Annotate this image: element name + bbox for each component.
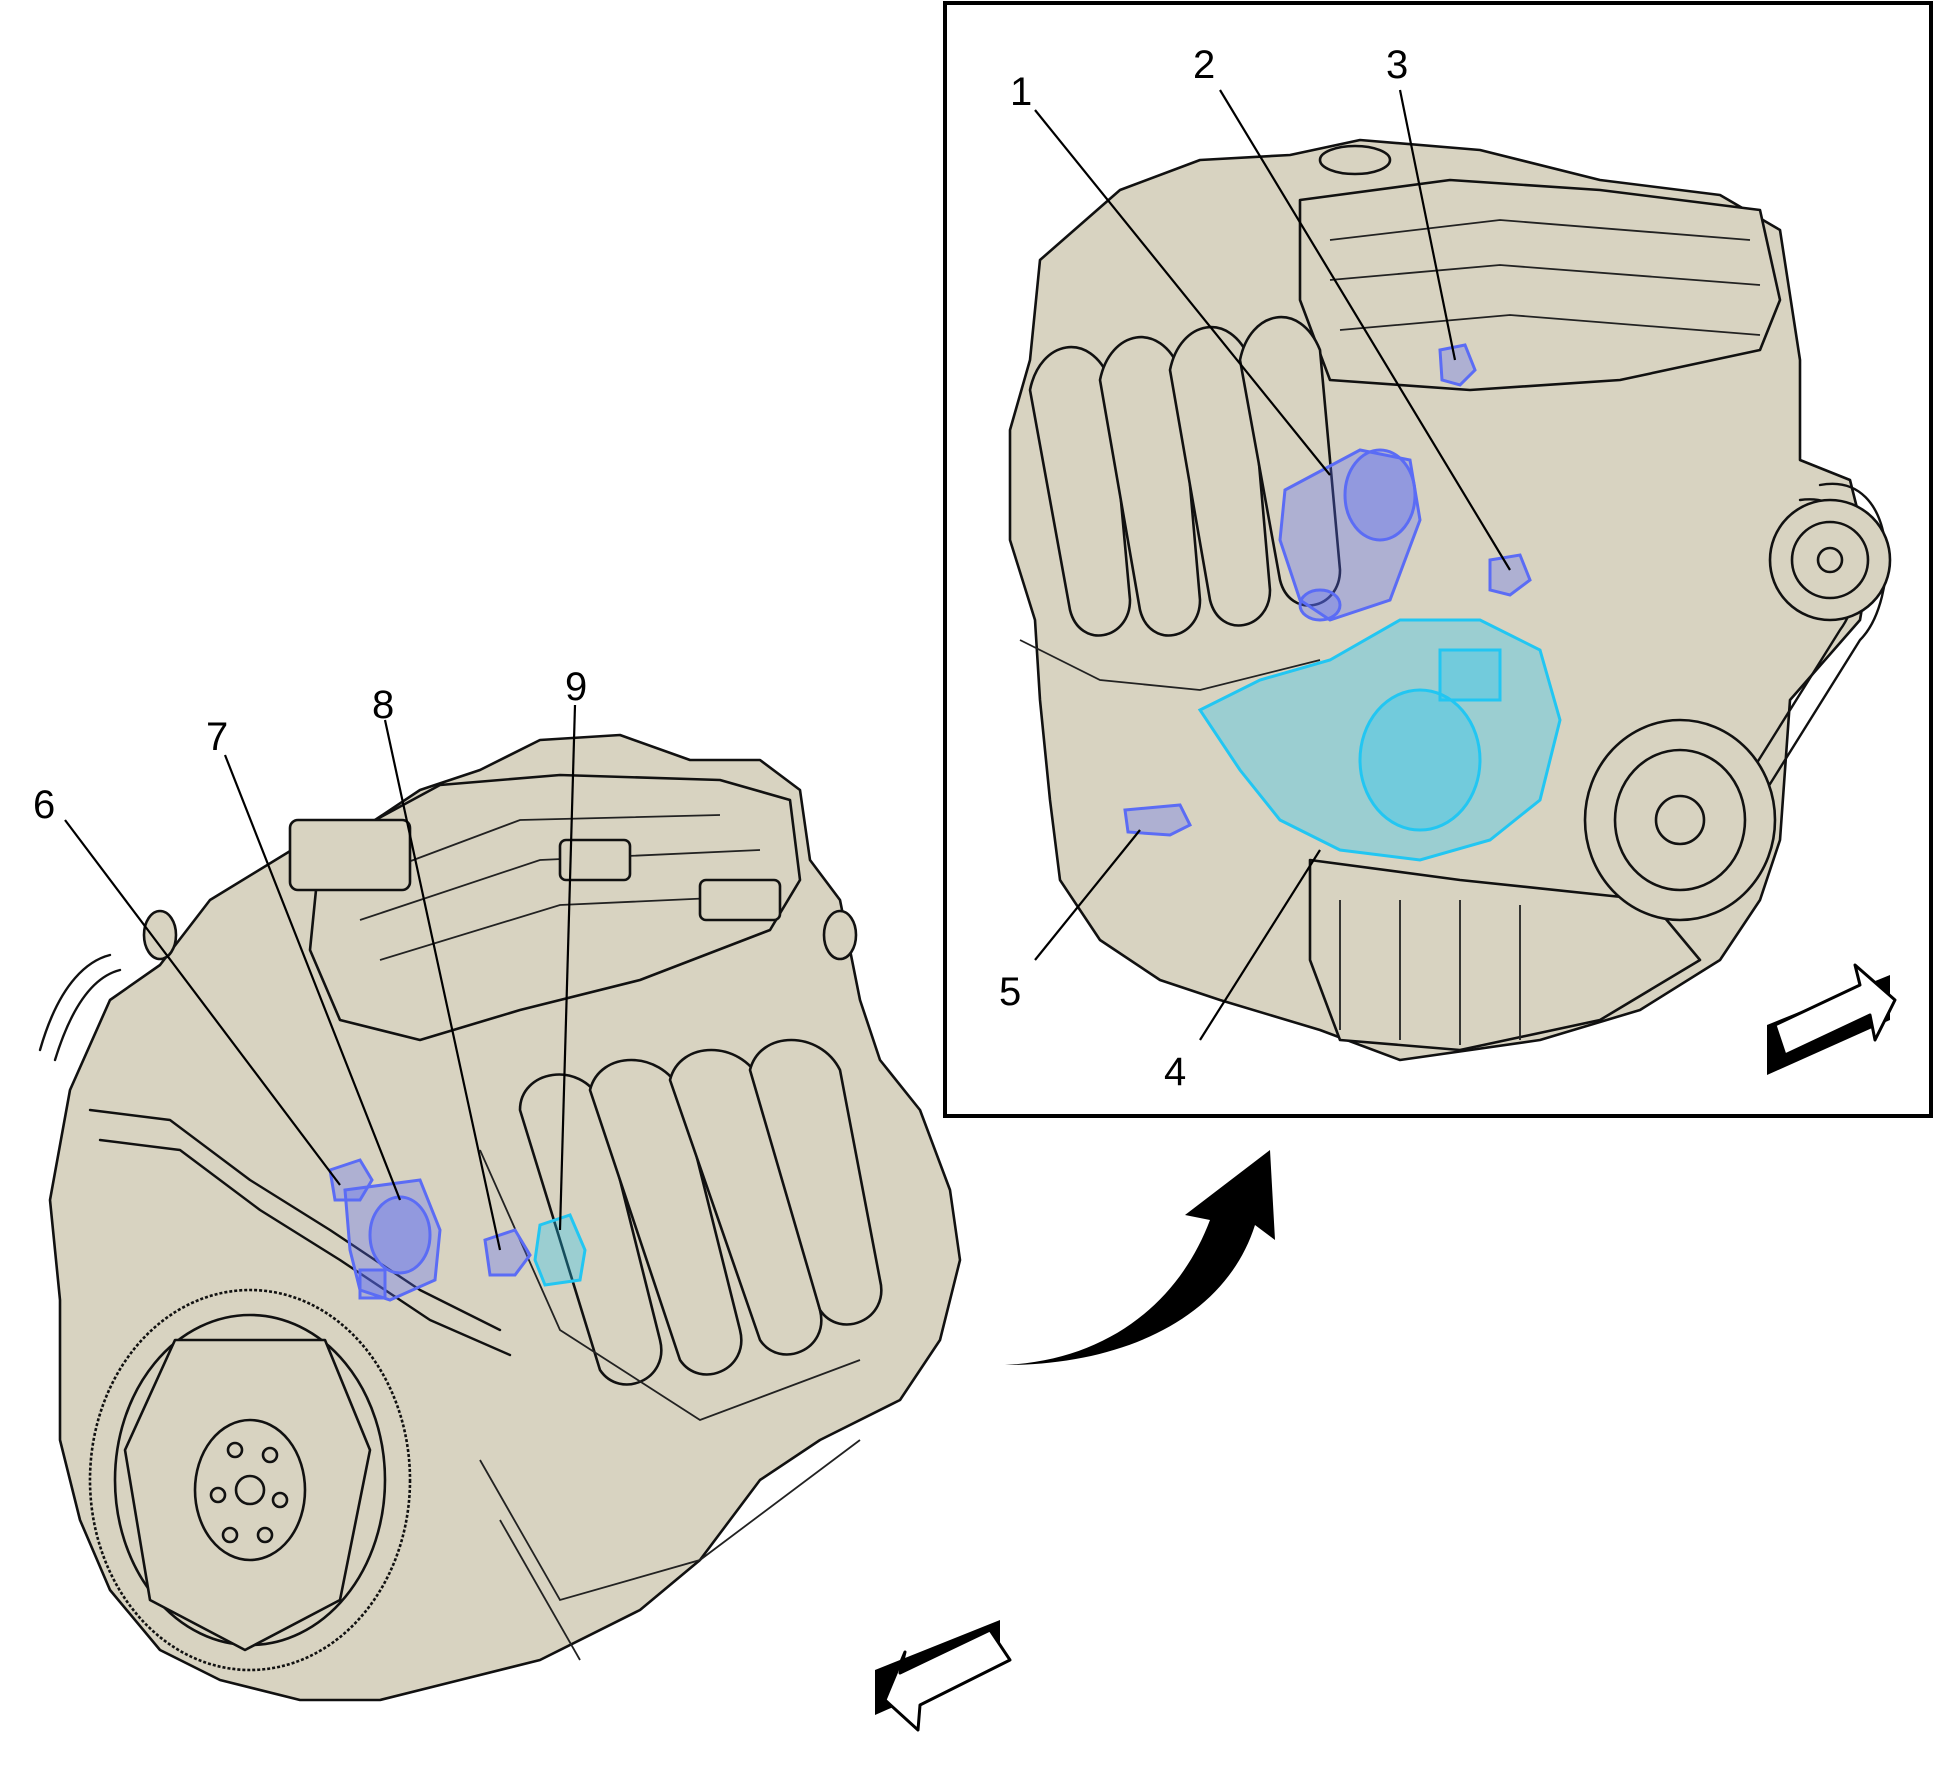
inset-engine-illustration (1008, 138, 1892, 1062)
highlight-component-2 (1488, 553, 1532, 597)
callout-1: 1 (1010, 70, 1032, 114)
highlight-component-9 (533, 1213, 587, 1287)
callout-9: 9 (565, 665, 587, 709)
callout-4: 4 (1164, 1050, 1186, 1094)
accessory-belt-pulleys (1583, 482, 1892, 922)
curved-arrow-icon (1005, 1150, 1275, 1365)
highlight-component-7 (343, 1178, 442, 1302)
view-direction-arrow-inset (1767, 963, 1897, 1075)
inset-panel (943, 1, 1933, 1118)
callout-8: 8 (372, 683, 394, 727)
highlight-component-5 (1123, 803, 1193, 837)
leader-lines (64, 89, 1511, 1251)
highlight-component-4 (1197, 618, 1562, 862)
flywheel (88, 1288, 412, 1672)
main-engine-illustration (38, 733, 1012, 1732)
callout-labels: 1 2 3 4 5 6 7 8 9 (33, 43, 1408, 1094)
callout-6: 6 (33, 783, 55, 827)
callout-2: 2 (1193, 43, 1215, 87)
view-direction-arrow-main (875, 1620, 1012, 1732)
highlight-component-1 (1278, 448, 1422, 622)
highlight-component-3 (1438, 343, 1477, 387)
callout-7: 7 (206, 715, 228, 759)
callout-3: 3 (1386, 43, 1408, 87)
highlight-component-6 (328, 1158, 374, 1202)
highlight-component-8 (483, 1228, 532, 1277)
callout-5: 5 (999, 970, 1021, 1014)
